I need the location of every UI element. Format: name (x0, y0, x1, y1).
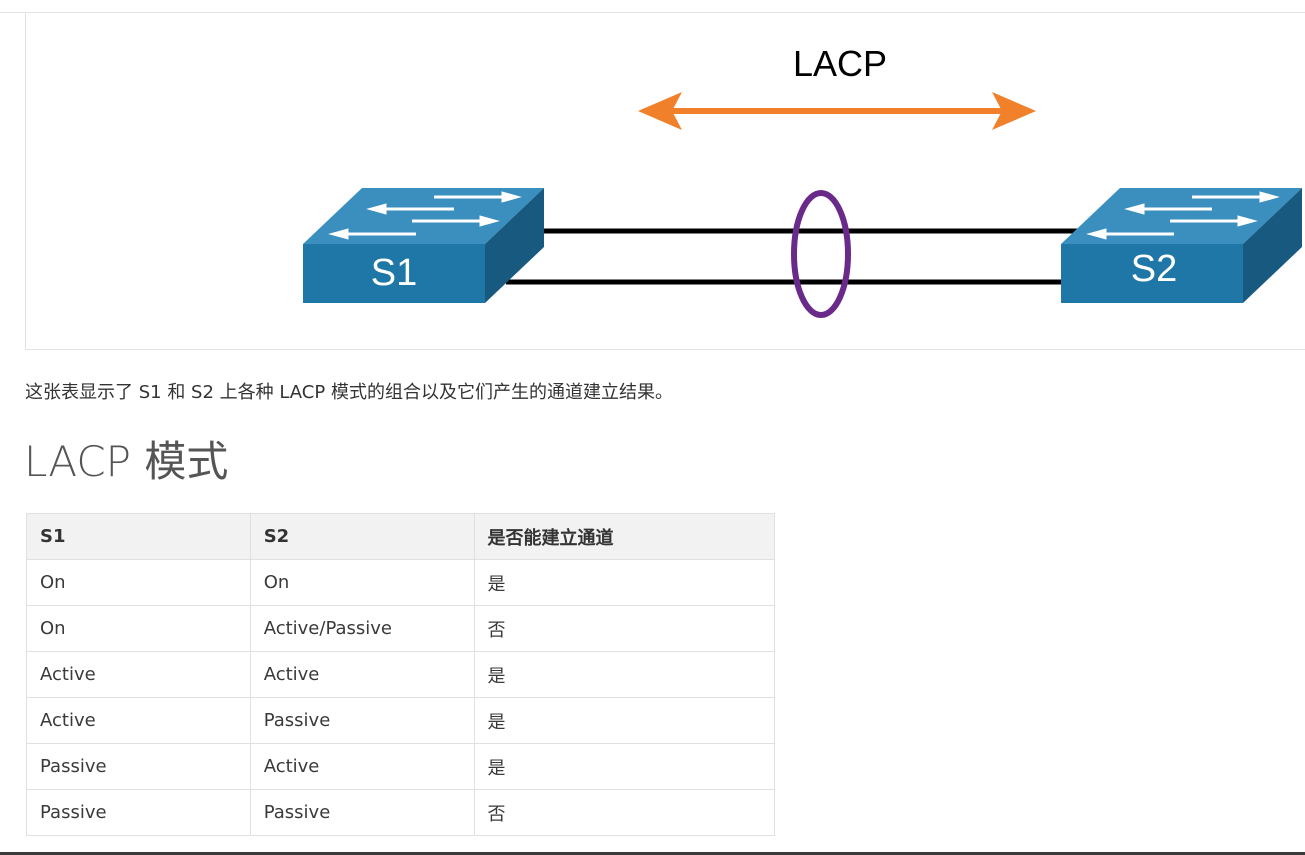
switch-s1-icon: S1 (303, 188, 544, 303)
table-cell: 是 (473, 559, 776, 606)
figure-caption: 这张表显示了 S1 和 S2 上各种 LACP 模式的组合以及它们产生的通道建立… (25, 382, 673, 403)
table-cell: Active (249, 743, 475, 790)
lacp-label: LACP (793, 43, 887, 84)
bottom-divider (0, 852, 1305, 855)
table-cell: 是 (473, 651, 776, 698)
section-title: LACP 模式 (24, 437, 229, 486)
lacp-topology-figure: LACP (25, 13, 1305, 350)
table-cell: Passive (26, 743, 251, 790)
table-cell: 否 (473, 789, 776, 836)
column-header-channel-established: 是否能建立通道 (473, 513, 776, 560)
switch-s1-label: S1 (371, 252, 417, 294)
table-row: Active Passive 是 (26, 697, 776, 744)
table-cell: Active (26, 697, 251, 744)
table-cell: Passive (26, 789, 251, 836)
table-cell: Passive (249, 789, 475, 836)
table-cell: On (26, 559, 251, 606)
table-cell: Active/Passive (249, 605, 475, 652)
table-row: Active Active 是 (26, 651, 776, 698)
column-header-s1: S1 (26, 513, 251, 560)
table-cell: 是 (473, 743, 776, 790)
table-row: On Active/Passive 否 (26, 605, 776, 652)
etherchannel-bundle-icon (791, 190, 851, 318)
double-arrow-icon (638, 92, 1036, 130)
table-cell: Active (26, 651, 251, 698)
table-row: Passive Passive 否 (26, 789, 776, 836)
table-cell: 是 (473, 697, 776, 744)
table-cell: On (249, 559, 475, 606)
table-cell: Active (249, 651, 475, 698)
table-header-row: S1 S2 是否能建立通道 (26, 513, 776, 560)
table-cell: On (26, 605, 251, 652)
switch-s2-label: S2 (1131, 248, 1177, 290)
table-row: Passive Active 是 (26, 743, 776, 790)
top-divider (0, 12, 1305, 13)
lacp-modes-table: S1 S2 是否能建立通道 On On 是 On Active/Passive … (26, 513, 776, 836)
switch-s2-icon: S2 (1061, 188, 1302, 303)
table-row: On On 是 (26, 559, 776, 606)
column-header-s2: S2 (249, 513, 475, 560)
table-cell: 否 (473, 605, 776, 652)
table-cell: Passive (249, 697, 475, 744)
topology-diagram: LACP (303, 43, 1302, 318)
